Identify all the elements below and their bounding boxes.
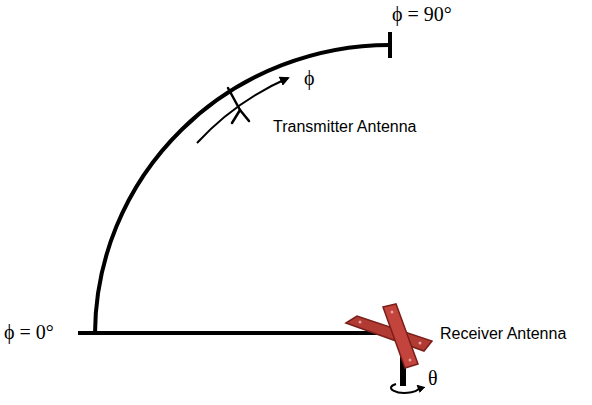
angle-symbol: θ — [428, 366, 438, 390]
part-label: Receiver Antenna — [440, 324, 566, 343]
receiver-symbol — [346, 304, 432, 368]
angle-symbol: ϕ — [304, 66, 315, 90]
angle-label: ϕ = 0° — [4, 320, 54, 344]
angle-label: ϕ = 90° — [392, 2, 452, 26]
arc-track — [95, 45, 390, 333]
transmitter-symbol — [228, 88, 249, 123]
rotation-arrow — [391, 384, 419, 393]
part-label: Transmitter Antenna — [273, 117, 416, 136]
base-line — [78, 331, 404, 335]
end-tick — [388, 32, 392, 58]
